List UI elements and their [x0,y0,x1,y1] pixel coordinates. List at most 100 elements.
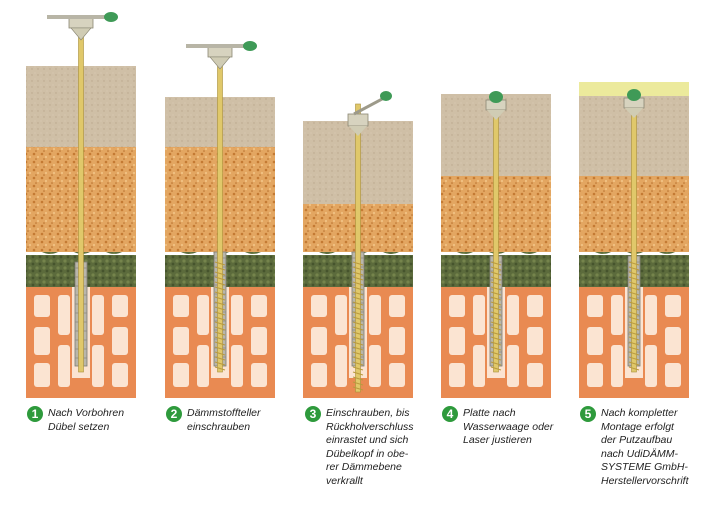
screw-thread [628,311,640,316]
screw-thread [352,301,364,306]
step-number-badge: 5 [580,406,596,422]
screw-thread [352,276,364,281]
screw-shaft [78,21,84,373]
screw-thread [352,316,364,321]
green-cap-icon [489,91,503,103]
screw-thread [352,326,364,331]
screw-thread [490,346,502,351]
step-number-badge: 2 [166,406,182,422]
green-cap-icon [104,12,118,22]
screw-thread [352,291,364,296]
screw-thread [352,296,364,301]
brick-hole [251,363,267,387]
screw-thread [490,296,502,301]
brick-hole [369,295,381,335]
screw-thread [628,286,640,291]
insulation-plate [347,113,369,127]
brick-hole [335,295,347,335]
brick-hole [527,295,543,317]
brick-hole [389,295,405,317]
green-cap-icon [627,89,641,101]
brick-hole [665,363,681,387]
screw-thread [628,321,640,326]
brick-hole [449,295,465,317]
step-number-badge: 1 [27,406,43,422]
screw-thread [490,276,502,281]
screw-thread [490,311,502,316]
screw-thread [352,381,364,386]
brick-hole [527,363,543,387]
brick-hole [92,295,104,335]
brick-hole [173,295,189,317]
brick-hole [587,327,603,355]
screw-thread [490,351,502,356]
screw-thread [628,316,640,321]
brick-hole [369,345,381,387]
brick-hole [231,295,243,335]
brick-hole [231,345,243,387]
plate-rim [186,44,254,48]
screw-thread [352,386,364,391]
screw-thread [490,266,502,271]
screw-thread [214,321,226,326]
brick-hole [473,345,485,387]
layer-gap [165,250,275,255]
screw-thread [352,356,364,361]
green-cap-icon [380,91,392,101]
green-cap-icon [243,41,257,51]
screw-thread [352,351,364,356]
brick-hole [197,345,209,387]
brick-hole [645,345,657,387]
plate-rim [353,96,385,116]
screw-thread [352,281,364,286]
screw-thread [628,326,640,331]
screw-thread [628,296,640,301]
screw-thread [628,266,640,271]
layer-gap [303,250,413,255]
brick-hole [58,345,70,387]
screw-thread [628,346,640,351]
screw-thread [214,361,226,366]
brick-hole [473,295,485,335]
screw-thread [628,281,640,286]
screw-thread [214,266,226,271]
screw-thread [490,271,502,276]
brick-hole [449,363,465,387]
screw-thread [214,261,226,266]
brick-hole [112,327,128,355]
screw-thread [214,316,226,321]
plate-rim [47,15,115,19]
screw-thread [352,371,364,376]
brick-hole [587,363,603,387]
brick-hole [197,295,209,335]
screw-thread [490,326,502,331]
screw-thread [628,291,640,296]
screw-thread [214,311,226,316]
screw-thread [490,366,502,371]
screw-thread [352,306,364,311]
plate-cone [209,56,231,70]
step-number-badge: 3 [305,406,321,422]
plate-cone [349,126,367,136]
brick-hole [251,295,267,317]
brick-hole [507,295,519,335]
brick-hole [449,327,465,355]
screw-thread [628,361,640,366]
screw-thread [628,271,640,276]
brick-hole [507,345,519,387]
insulation-plate [68,17,94,29]
brick-hole [389,327,405,355]
brick-hole [34,363,50,387]
step-caption-text: Nach Vorbohren Dübel setzen [48,407,125,433]
screw-thread [490,301,502,306]
screw-thread [628,261,640,266]
screw-thread [352,311,364,316]
step-caption-text: Nach kompletter Montage erfolgt der Putz… [601,407,689,487]
screw-thread [628,306,640,311]
screw-thread [628,276,640,281]
screw-thread [490,316,502,321]
screw-thread [352,261,364,266]
screw-thread [352,286,364,291]
screw-thread [628,351,640,356]
